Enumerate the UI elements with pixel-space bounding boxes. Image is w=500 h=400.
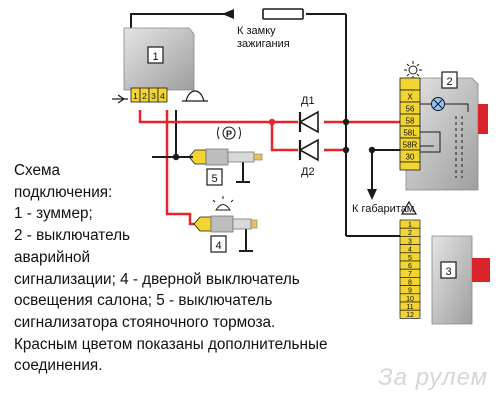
hazard-switch-module: 2 X 56 58 58L 58R 30: [399, 61, 488, 191]
unit3-number: 3: [445, 266, 451, 278]
unit3-pin-label: 9: [408, 288, 412, 295]
switch-pin-label: X: [407, 93, 413, 102]
parking-brake-switch: P 5: [152, 126, 263, 186]
buzzer-pin-label: 4: [160, 91, 165, 101]
unit3-pin-label: 1: [408, 222, 412, 229]
label-d1: Д1: [301, 95, 315, 107]
interior-lamp-icon: [212, 196, 234, 211]
red-wire-d2-in: [270, 122, 298, 152]
caption-line: соединения.: [14, 357, 103, 375]
unit3-pin-label: 8: [408, 279, 412, 286]
diode-d1-icon: [298, 110, 319, 134]
buzzer-number: 1: [152, 51, 158, 63]
unit3-pin-label: 5: [408, 255, 412, 262]
fuse-icon: [262, 8, 304, 20]
buzzer-pin-label: 3: [151, 91, 156, 101]
unit3-pin-label: 2: [408, 230, 412, 237]
hazard-switch-number: 2: [446, 76, 452, 88]
caption-line: Схема: [14, 162, 61, 179]
unit3-pin-cell: [399, 309, 421, 319]
label-ignition-line2: зажигания: [237, 38, 290, 50]
caption-line: освещения салона; 5 - выключатель: [14, 292, 273, 310]
watermark-logo: За рулем: [378, 364, 489, 391]
wire-switch4-ground: [239, 227, 253, 252]
parking-symbol: P: [226, 129, 232, 139]
caption: Схема подключения: 1 - зуммер; 2 - выключат…: [14, 160, 404, 377]
caption-line: аварийной: [14, 248, 91, 266]
label-d2: Д2: [301, 166, 315, 178]
caption-line: 1 - зуммер;: [14, 205, 93, 223]
unit3-pin-label: 12: [406, 312, 414, 319]
door-light-switch-number: 4: [215, 240, 221, 252]
switch-pin-label: 56: [406, 105, 415, 114]
caption-line: подключения:: [14, 183, 113, 201]
caption-line: сигнализатора стояночного тормоза.: [14, 313, 276, 331]
warning-triangle-icon: [400, 200, 418, 215]
red-wire-to-door-switch: [165, 110, 200, 226]
light-icon: [404, 61, 422, 79]
label-ignition-line1: К замку: [237, 25, 276, 37]
hazard-switch-connector: X 56 58 58L 58R 30: [399, 77, 421, 171]
switch-contacts: [418, 103, 469, 178]
switch-pin-label: 58L: [403, 129, 417, 138]
arrow-to-ignition-icon: [222, 9, 234, 19]
buzzer-pin-label: 2: [142, 91, 147, 101]
caption-line: Красным цветом показаны дополнительные: [14, 335, 328, 353]
switch-pin-label: 58: [406, 117, 415, 126]
unit3-pin-label: 11: [406, 304, 413, 311]
unit3-number-box: [440, 261, 457, 279]
caption-line: 2 - выключатель: [14, 227, 131, 245]
switch-pin-label: 58R: [403, 141, 418, 150]
unit3-pin-label: 7: [408, 271, 412, 278]
door-light-switch: 4: [193, 196, 258, 253]
unit3-pin-label: 6: [408, 263, 412, 270]
unit3-pin-label: 4: [408, 247, 412, 254]
bell-icon: [182, 90, 208, 102]
label-side-lights: К габаритам: [352, 203, 414, 215]
caption-line: сигнализации; 4 - дверной выключатель: [14, 270, 300, 288]
diode-d2-icon: [298, 138, 319, 162]
switch-pin-spacer: [399, 161, 421, 171]
unit3-pin-label: 3: [408, 238, 412, 245]
switch-pin-label: 30: [406, 153, 415, 162]
buzzer-pin-cell: [157, 87, 168, 103]
buzzer-number-box: [147, 46, 164, 64]
arrow-to-side-lights-icon: [367, 189, 377, 200]
red-wire-pin2-to-d1: [138, 110, 298, 124]
connector-arrow-icon: [112, 94, 128, 104]
parking-brake-switch-number: 5: [211, 173, 217, 185]
unit3-pin-label: 10: [406, 296, 414, 303]
red-wires: [138, 110, 400, 226]
switch-pin-spacer: [399, 77, 421, 91]
parking-symbol-icon: [222, 126, 236, 140]
buzzer-pin-label: 1: [133, 91, 138, 101]
hazard-switch-number-box: [441, 71, 458, 89]
